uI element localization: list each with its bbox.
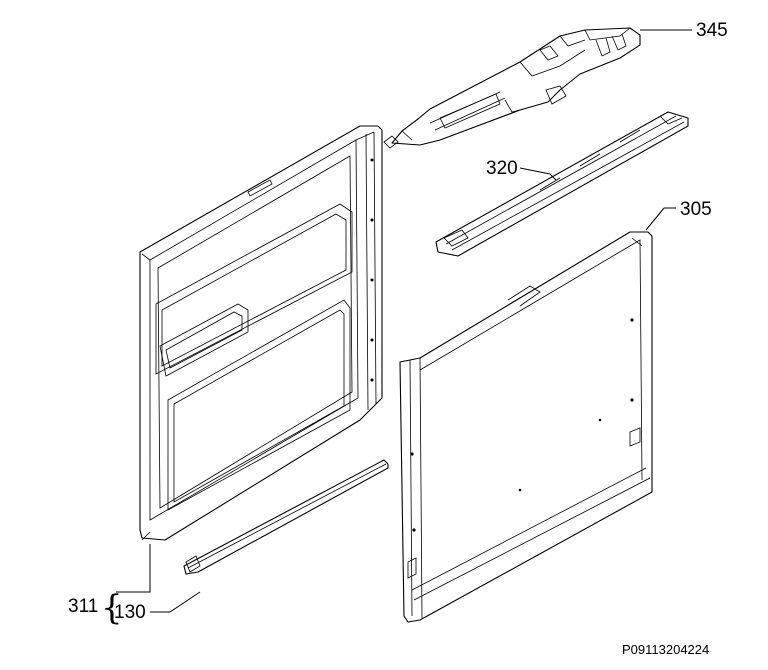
grouping-brace: {	[101, 588, 123, 628]
leader-320	[519, 167, 557, 181]
drawing-code: P09113204224	[622, 642, 709, 657]
leader-130	[150, 591, 201, 613]
part-130-bottom-strip	[183, 459, 389, 575]
leader-311	[116, 544, 151, 593]
leader-lines	[116, 29, 692, 613]
part-311-inner-door	[139, 125, 383, 541]
part-320-seal-rail	[435, 111, 689, 257]
callout-320: 320	[486, 158, 518, 179]
part-305-outer-door	[399, 231, 653, 623]
leader-305	[645, 207, 676, 231]
part-345-control-module	[383, 27, 641, 149]
callout-345: 345	[696, 20, 728, 41]
callout-130: 130	[114, 602, 146, 623]
callout-305: 305	[680, 199, 712, 220]
callout-311: 311	[68, 596, 98, 617]
